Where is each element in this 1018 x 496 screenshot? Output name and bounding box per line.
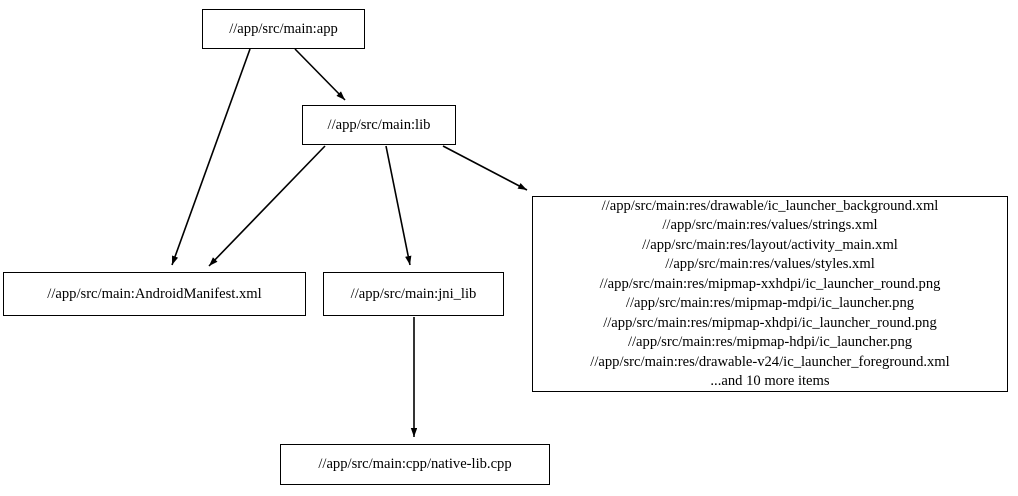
edge-lib-to-manifest [208,145,326,267]
edge-app-to-lib [294,48,346,101]
node-android-manifest[interactable]: //app/src/main:AndroidManifest.xml [3,272,306,316]
edge-app-to-manifest [171,48,251,266]
node-lib[interactable]: //app/src/main:lib [302,105,456,145]
edge-lib-to-jni-lib [385,145,412,266]
node-app[interactable]: //app/src/main:app [202,9,365,49]
node-jni-lib[interactable]: //app/src/main:jni_lib [323,272,504,316]
node-native-lib-cpp[interactable]: //app/src/main:cpp/native-lib.cpp [280,444,550,485]
edge-lib-to-resources [442,145,528,191]
node-resources-list[interactable]: //app/src/main:res/drawable/ic_launcher_… [532,196,1008,392]
